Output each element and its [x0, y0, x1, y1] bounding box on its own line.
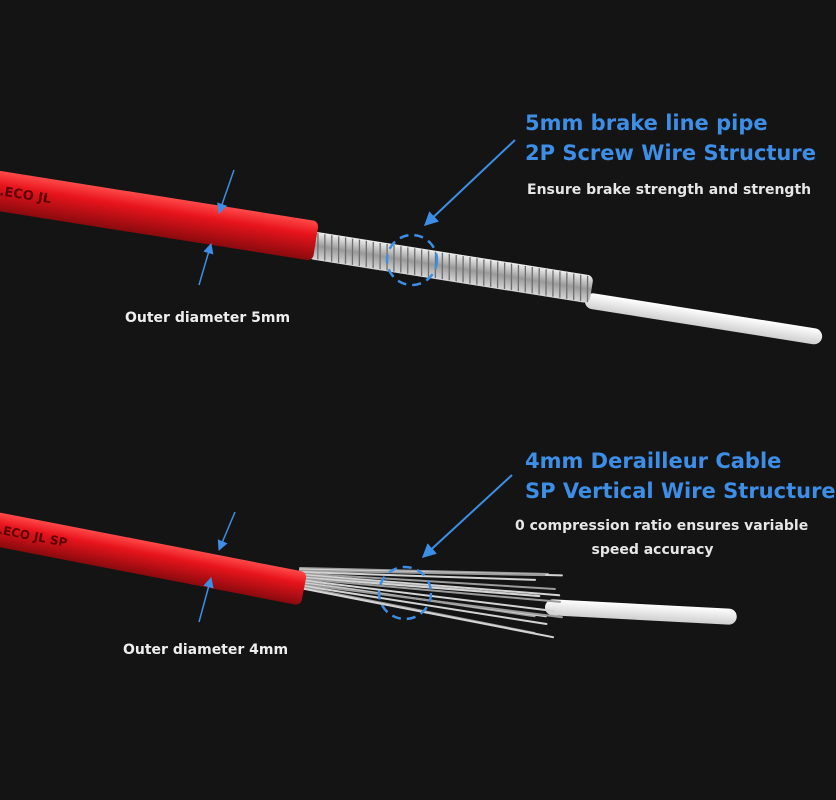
coil-ridge: [365, 240, 368, 268]
derailleur-title-line2: SP Vertical Wire Structure: [525, 479, 836, 503]
coil-ridge: [545, 269, 547, 296]
coil-ridge: [420, 249, 423, 276]
coil-ridge: [337, 236, 340, 263]
coil-ridge: [372, 241, 374, 269]
derailleur-title-line1: 4mm Derailleur Cable: [525, 449, 782, 473]
brake-dimension-label: Outer diameter 5mm: [125, 310, 291, 326]
coil-ridge: [393, 245, 395, 272]
derailleur-inner-liner: [544, 599, 737, 625]
coil-ridge: [531, 267, 533, 294]
coil-ridge: [407, 247, 409, 274]
derailleur-description-line1: 0 compression ratio ensures variable: [515, 518, 809, 534]
brake-description: Ensure brake strength and strength: [527, 182, 812, 198]
derailleur-dimension-arrow-bottom: [198, 576, 214, 623]
coil-ridge: [483, 259, 485, 286]
coil-ridge: [538, 268, 540, 295]
coil-ridge: [400, 246, 402, 273]
wire-strand: [299, 587, 555, 639]
derailleur-callout-arrow: [421, 474, 513, 558]
derailleur-description: 0 compression ratio ensures variable spe…: [515, 514, 809, 564]
coil-ridge: [317, 233, 319, 260]
coil-ridge: [427, 250, 430, 277]
coil-ridge: [358, 239, 361, 266]
coil-ridge: [496, 261, 499, 288]
coil-ridge: [573, 273, 575, 300]
coil-ridge: [510, 263, 513, 291]
coil-ridge: [331, 235, 333, 262]
brake-title-line1: 5mm brake line pipe: [525, 111, 768, 135]
wire-strand: [299, 584, 548, 625]
wire-strand: [299, 579, 555, 612]
derailleur-description-line2: speed accuracy: [591, 542, 714, 558]
brake-spiral-wire: [308, 232, 593, 303]
product-illustration: ...ECO JL ...ECO JL SP: [0, 139, 823, 639]
derailleur-housing: [0, 510, 307, 605]
wire-strand: [299, 576, 541, 598]
wire-strand: [299, 572, 556, 590]
coil-ridge: [455, 254, 457, 282]
coil-ridge: [517, 264, 520, 292]
wire-strand: [299, 567, 549, 575]
coil-ridge: [344, 237, 347, 264]
wire-strand: [299, 577, 562, 603]
coil-ridge: [462, 256, 464, 283]
coil-ridge: [476, 258, 478, 285]
coil-ridge: [552, 270, 554, 297]
coil-ridge: [441, 252, 444, 280]
wire-strand: [299, 571, 537, 581]
brake-housing: [0, 169, 319, 261]
coil-ridge: [379, 242, 381, 270]
derailleur-vertical-strands: [299, 567, 563, 639]
derailleur-dimension-arrow-top: [217, 511, 236, 551]
brake-title-line2: 2P Screw Wire Structure: [525, 141, 816, 165]
brake-dimension-arrow-bottom: [198, 242, 214, 286]
coil-ridge: [503, 262, 506, 289]
brake-inner-liner: [584, 293, 823, 345]
coil-ridge: [566, 272, 568, 299]
coil-ridge: [524, 265, 527, 293]
derailleur-dimension-label: Outer diameter 4mm: [123, 642, 289, 658]
brake-callout-circle: [385, 233, 439, 287]
coil-ridge: [413, 248, 416, 275]
brake-callout-arrow: [423, 139, 516, 226]
coil-ridge: [324, 234, 326, 261]
coil-ridge: [586, 275, 589, 303]
coil-ridge: [469, 257, 471, 284]
coil-ridge: [448, 253, 450, 281]
coil-ridge: [559, 271, 561, 298]
derailleur-callout-circle: [377, 565, 433, 621]
coil-ridge: [579, 274, 582, 302]
coil-ridge: [351, 238, 354, 265]
brake-dimension-arrow-top: [217, 169, 235, 214]
coil-ridge: [490, 260, 492, 287]
